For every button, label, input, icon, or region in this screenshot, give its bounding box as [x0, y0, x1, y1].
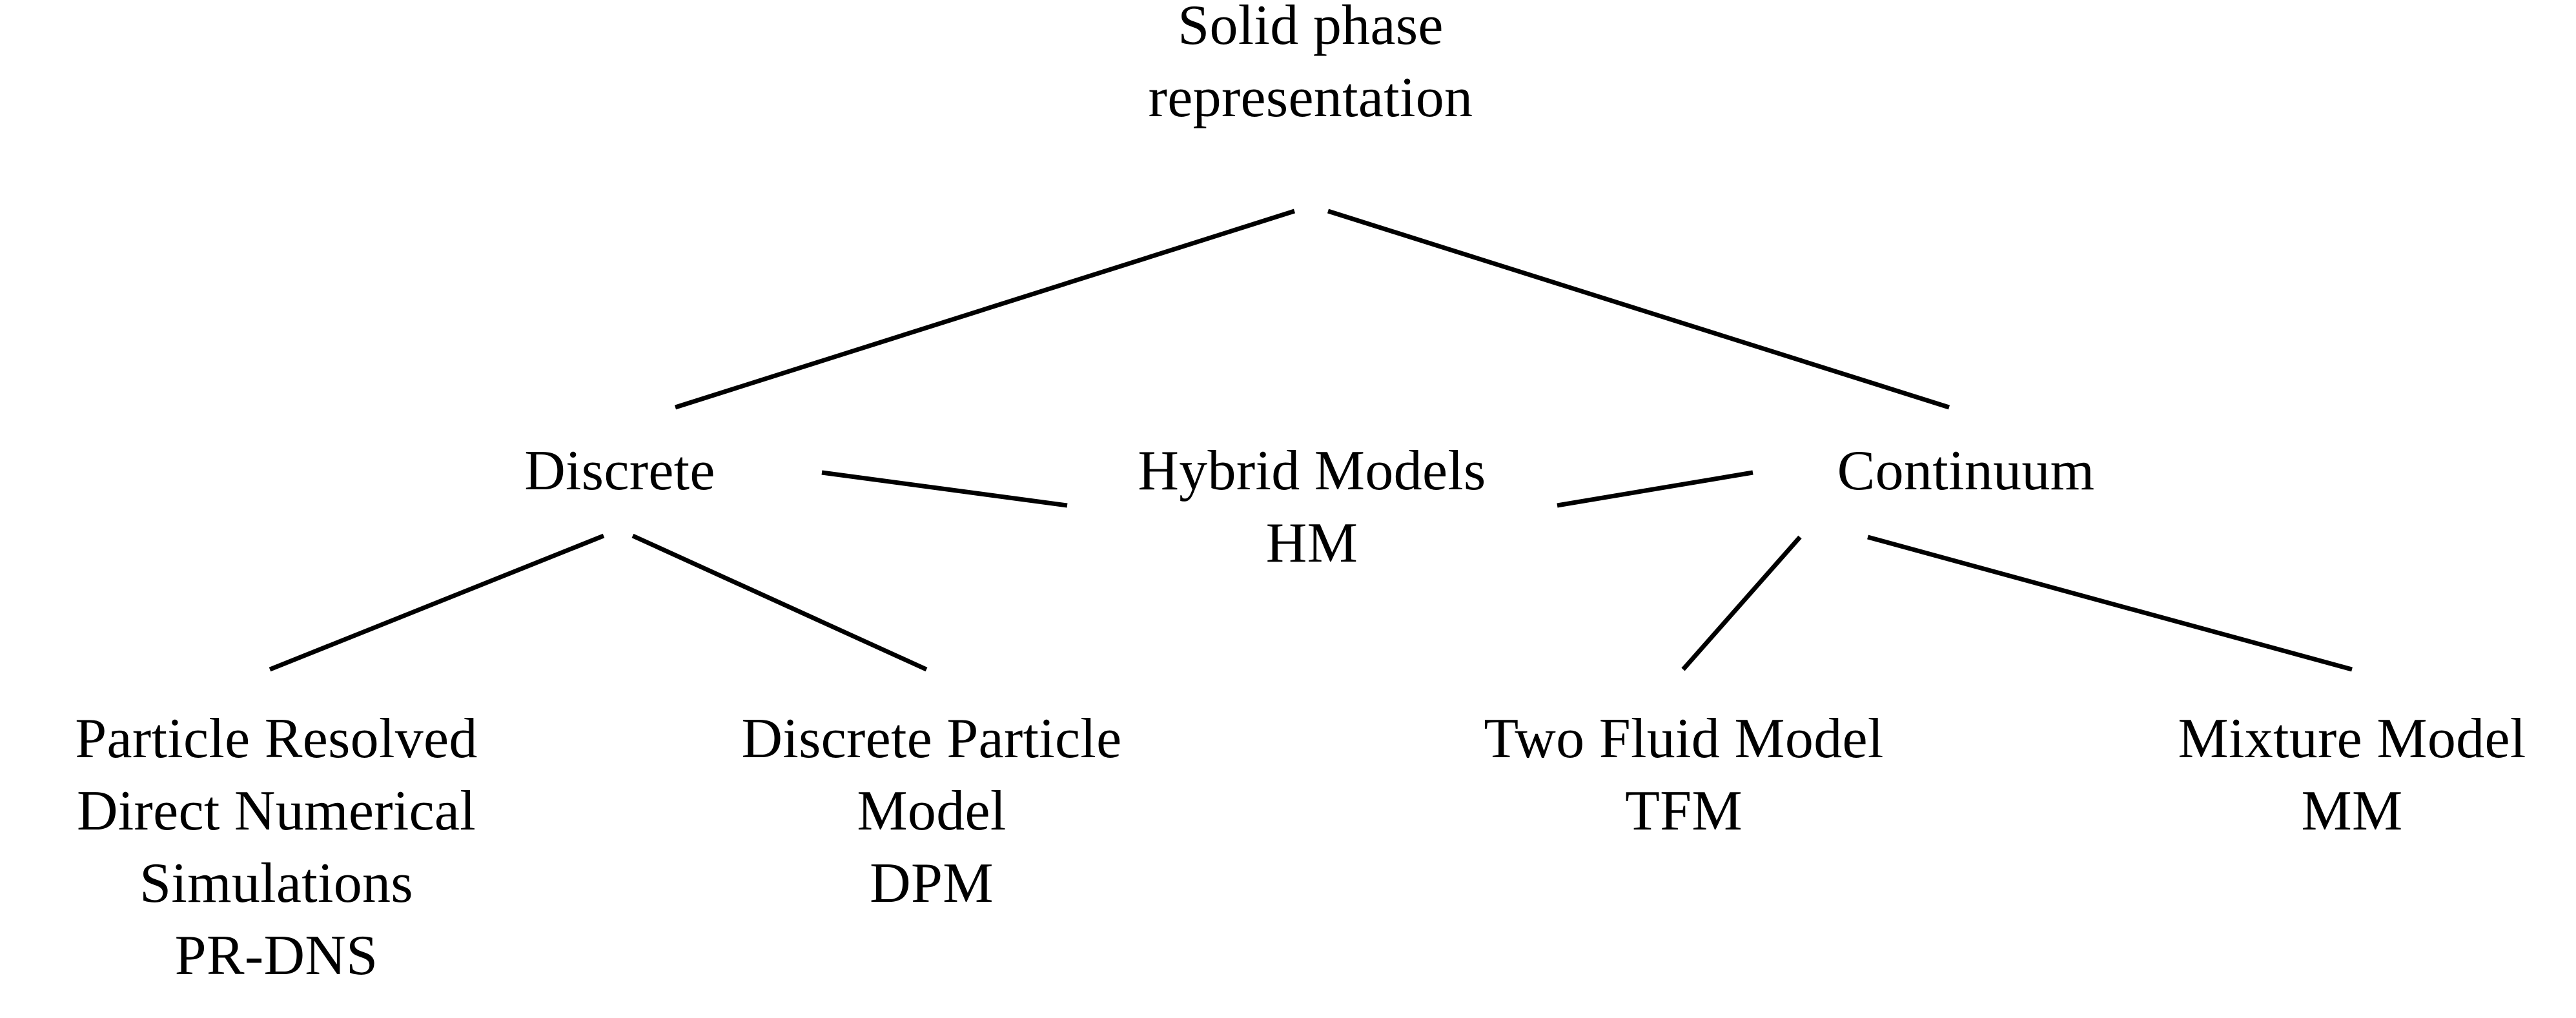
node-line: Discrete Particle: [741, 708, 1122, 770]
node-line: representation: [1148, 66, 1473, 129]
node-hybrid-models: Hybrid Models HM: [1138, 435, 1486, 580]
edge-discrete-to-hybrid: [821, 470, 1068, 508]
node-dpm: Discrete Particle Model DPM: [741, 703, 1121, 920]
edge-root-to-continuum: [1327, 209, 1950, 410]
node-pr-dns: Particle Resolved Direct Numerical Simul…: [75, 703, 477, 992]
node-line-abbreviation: MM: [2301, 780, 2403, 842]
edge-continuum-to-tfm: [1681, 535, 1802, 671]
node-line-abbreviation: TFM: [1625, 780, 1743, 842]
node-line: Particle Resolved: [75, 708, 478, 770]
node-continuum: Continuum: [1837, 435, 2095, 507]
node-line-abbreviation: HM: [1265, 512, 1358, 575]
node-line-abbreviation: DPM: [870, 852, 994, 915]
edge-root-to-discrete: [674, 209, 1296, 410]
node-solid-phase-representation: Solid phase representation: [1149, 0, 1473, 134]
node-line: Simulations: [139, 852, 413, 915]
node-line: Direct Numerical: [76, 780, 476, 842]
edge-continuum-to-mm: [1867, 534, 2353, 672]
node-line: Hybrid Models: [1138, 440, 1486, 502]
node-line: Solid phase: [1178, 0, 1444, 57]
node-line: Mixture Model: [2178, 708, 2526, 770]
node-line-abbreviation: PR-DNS: [174, 924, 378, 987]
node-mm: Mixture Model MM: [2178, 703, 2526, 848]
node-line: Discrete: [524, 440, 715, 502]
edge-discrete-to-prdns: [269, 533, 605, 672]
node-line: Continuum: [1837, 440, 2095, 502]
node-line: Two Fluid Model: [1484, 708, 1884, 770]
node-discrete: Discrete: [524, 435, 715, 507]
node-line: Model: [857, 780, 1007, 842]
edge-discrete-to-dpm: [631, 533, 928, 672]
edge-hybrid-to-continuum: [1557, 470, 1753, 508]
node-tfm: Two Fluid Model TFM: [1484, 703, 1883, 848]
